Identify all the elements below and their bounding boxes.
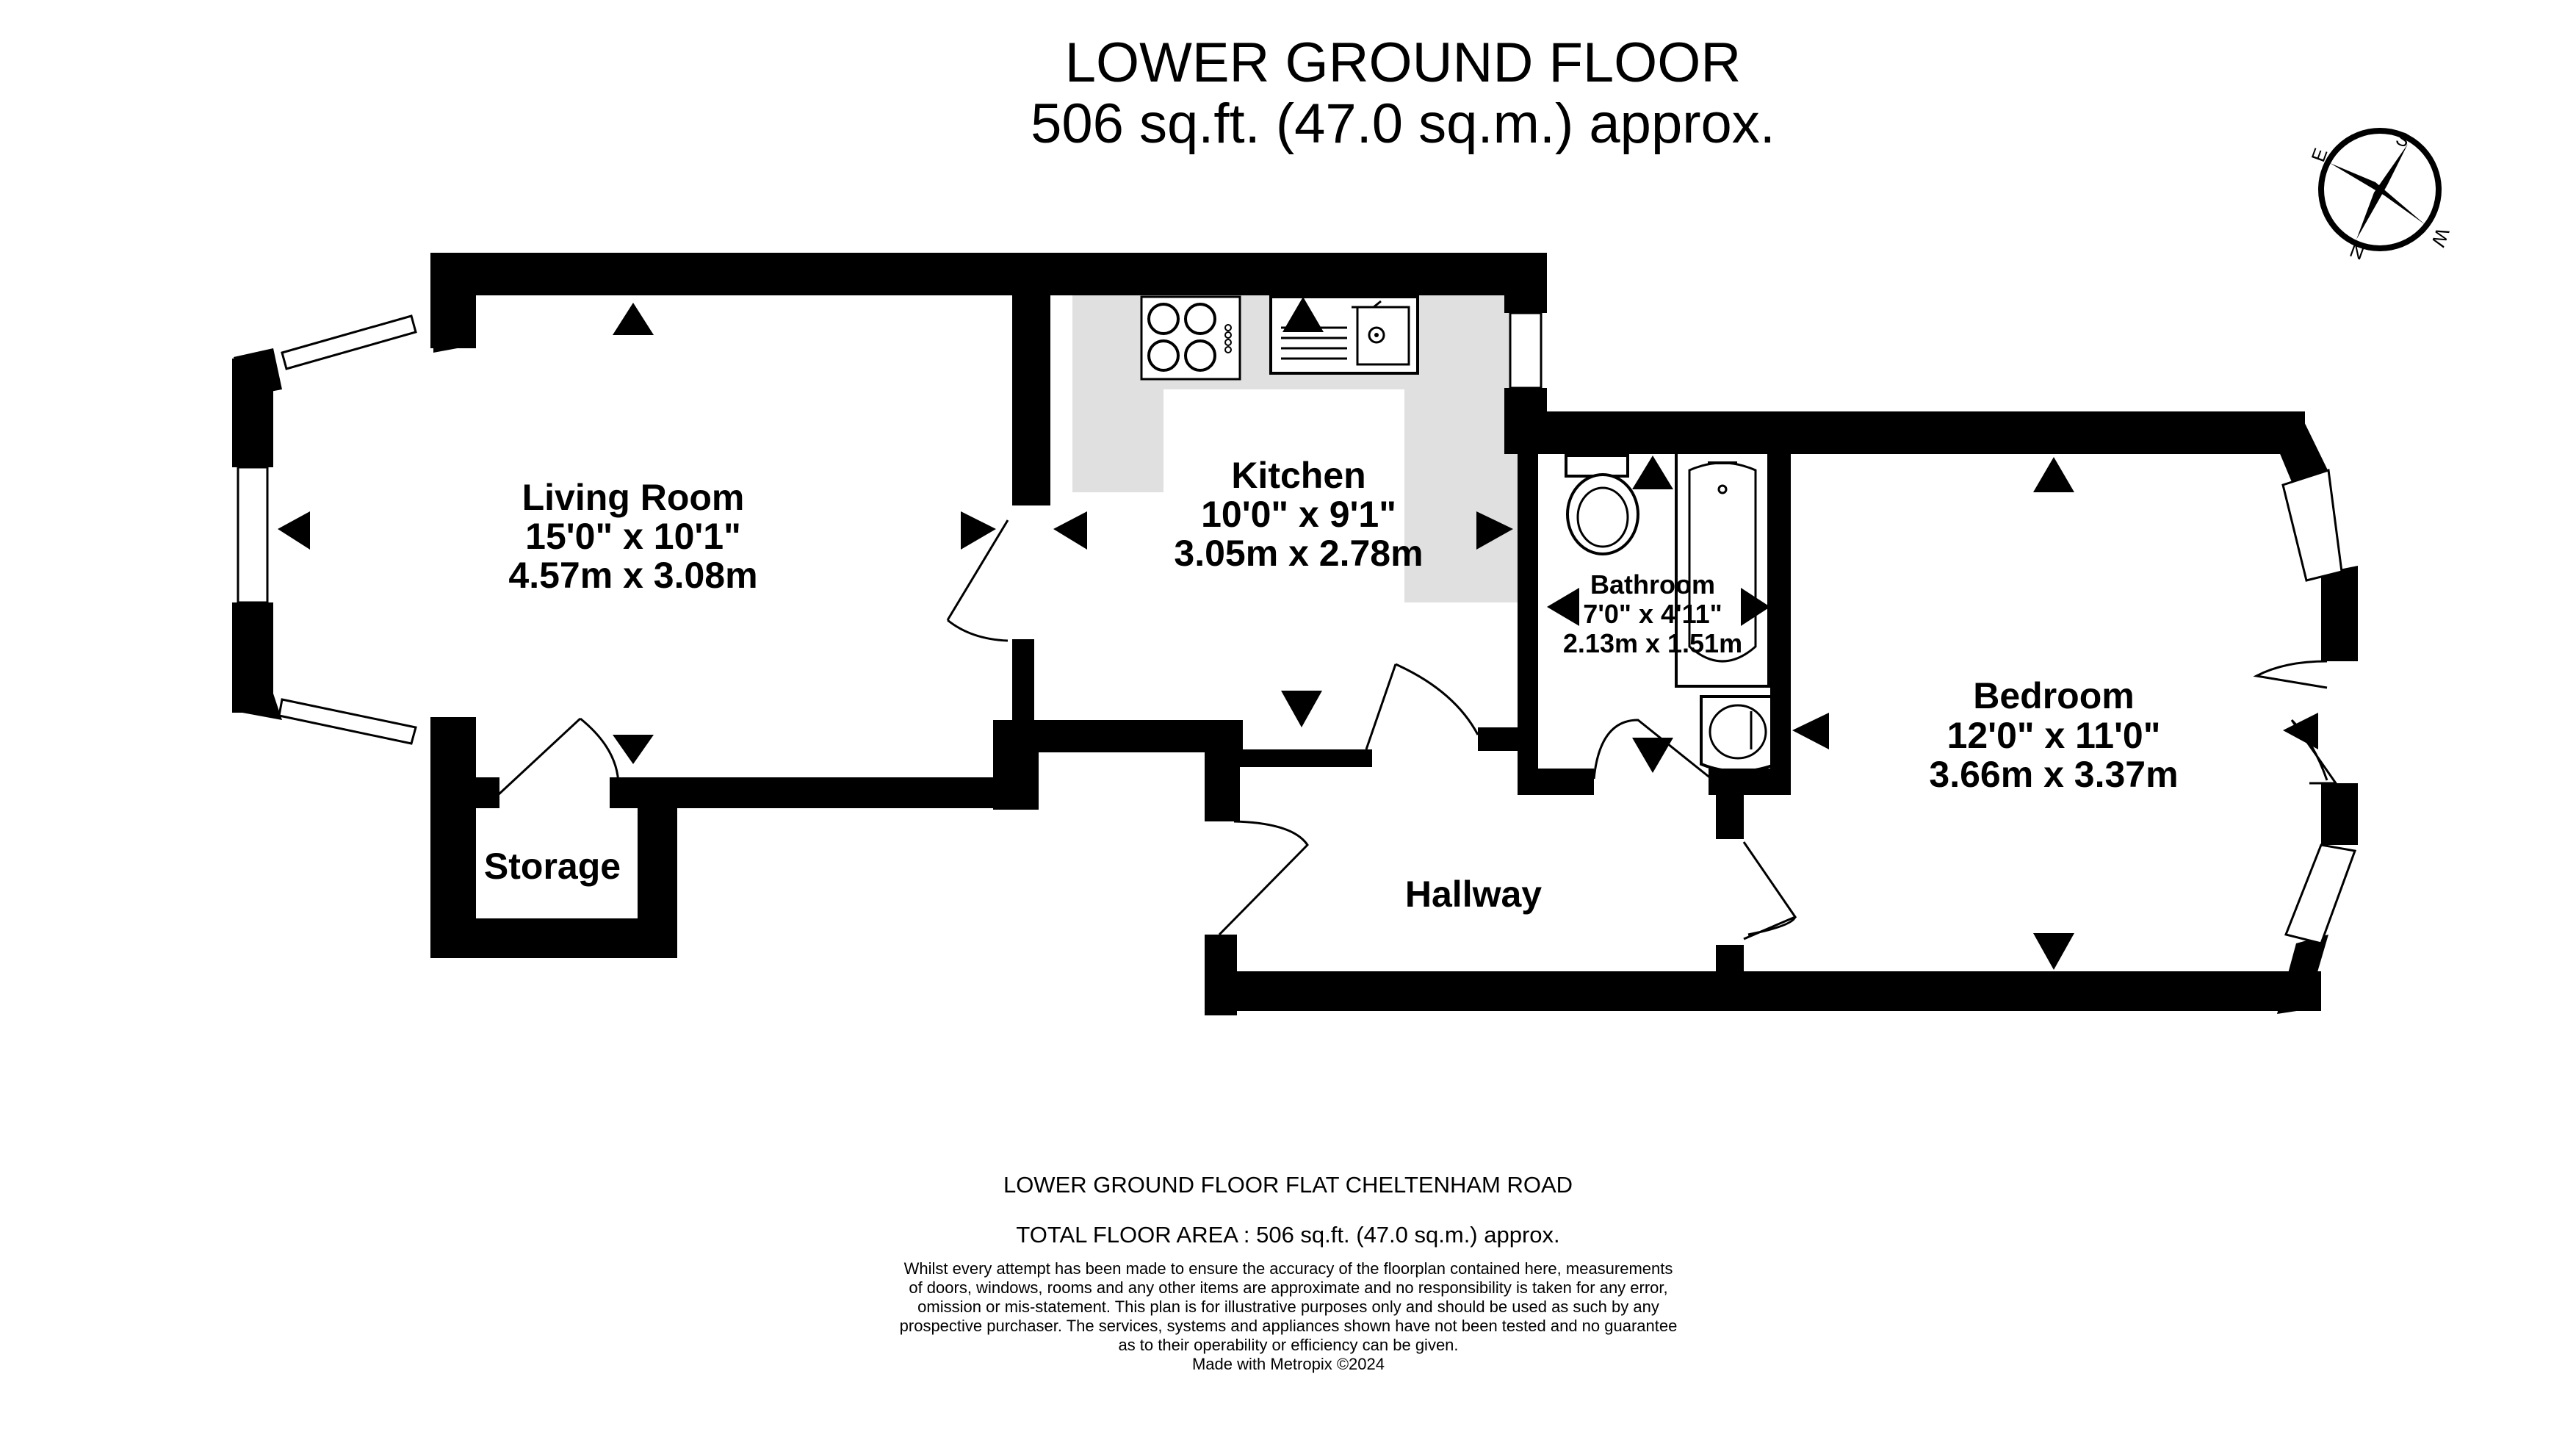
dimension-arrows <box>278 297 2318 970</box>
room-hallway: Hallway <box>1405 874 1542 915</box>
sink-icon <box>1269 295 1419 375</box>
disclaimer-credit: Made with Metropix ©2024 <box>1191 1355 1385 1373</box>
room-imperial: 12'0" x 11'0" <box>1947 715 2161 756</box>
room-kitchen: Kitchen 10'0" x 9'1" 3.05m x 2.78m <box>1174 455 1423 574</box>
room-metric: 2.13m x 1.51m <box>1563 628 1742 658</box>
room-metric: 4.57m x 3.08m <box>508 555 757 596</box>
room-imperial: 15'0" x 10'1" <box>525 516 741 557</box>
room-imperial: 10'0" x 9'1" <box>1201 494 1396 535</box>
room-name: Living Room <box>522 477 745 518</box>
disclaimer-line: omission or mis-statement. This plan is … <box>917 1298 1659 1316</box>
hob-icon <box>1140 295 1241 381</box>
room-name: Kitchen <box>1231 455 1365 496</box>
room-metric: 3.05m x 2.78m <box>1174 533 1423 574</box>
floor-title: LOWER GROUND FLOOR <box>1065 32 1742 94</box>
compass-e: E <box>2306 145 2331 165</box>
disclaimer-line: as to their operability or efficiency ca… <box>1118 1336 1459 1354</box>
floor-area: 506 sq.ft. (47.0 sq.m.) approx. <box>1031 93 1775 155</box>
walls <box>232 253 2358 1015</box>
property-address: LOWER GROUND FLOOR FLAT CHELTENHAM ROAD <box>1003 1172 1573 1198</box>
disclaimer-line: prospective purchaser. The services, sys… <box>899 1317 1678 1335</box>
disclaimer-line: Whilst every attempt has been made to en… <box>903 1259 1673 1278</box>
room-living: Living Room 15'0" x 10'1" 4.57m x 3.08m <box>508 477 757 596</box>
toilet-icon <box>1565 454 1639 555</box>
room-storage: Storage <box>484 846 621 887</box>
compass-w: W <box>2427 225 2454 250</box>
disclaimer: Whilst every attempt has been made to en… <box>833 1259 1744 1374</box>
windows <box>237 312 2357 945</box>
door-swings <box>497 519 2338 940</box>
basin-icon <box>1700 695 1778 773</box>
compass-icon: S W N E <box>2306 126 2453 264</box>
total-floor-area: TOTAL FLOOR AREA : 506 sq.ft. (47.0 sq.m… <box>1016 1222 1560 1248</box>
room-name: Bedroom <box>1973 675 2134 716</box>
room-bathroom: Bathroom 7'0" x 4'11" 2.13m x 1.51m <box>1563 569 1742 658</box>
room-bedroom: Bedroom 12'0" x 11'0" 3.66m x 3.37m <box>1929 675 2178 795</box>
room-imperial: 7'0" x 4'11" <box>1583 599 1722 629</box>
room-name: Bathroom <box>1590 569 1715 600</box>
bath-icon <box>1675 451 1770 688</box>
disclaimer-line: of doors, windows, rooms and any other i… <box>909 1278 1668 1297</box>
room-metric: 3.66m x 3.37m <box>1929 754 2178 795</box>
